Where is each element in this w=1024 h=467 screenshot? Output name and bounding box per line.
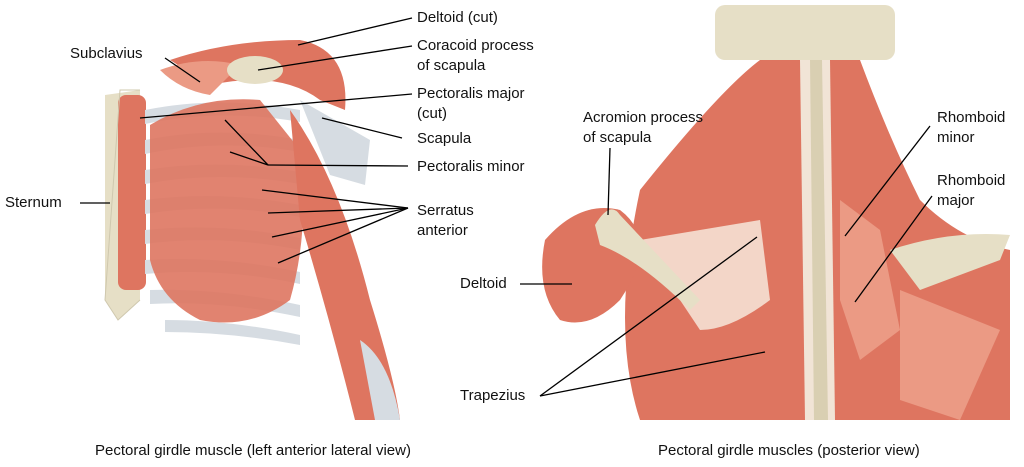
label-deltoid-cut: Deltoid (cut) xyxy=(417,9,498,26)
label-rhomboid-major-line2: major xyxy=(937,192,975,209)
label-serratus-line2: anterior xyxy=(417,222,468,239)
label-trapezius: Trapezius xyxy=(460,387,526,404)
label-rhomboid-minor-line2: minor xyxy=(937,129,975,146)
label-subclavius: Subclavius xyxy=(70,45,143,62)
scapula-bone xyxy=(300,100,370,185)
pectoralis-minor-serratus xyxy=(150,99,304,323)
arm-muscle xyxy=(290,110,400,420)
left-anterior-illustration xyxy=(104,40,400,420)
label-scapula: Scapula xyxy=(417,130,472,147)
label-acromion-line2: of scapula xyxy=(583,129,652,146)
caption-left: Pectoral girdle muscle (left anterior la… xyxy=(95,442,411,459)
sternum-muscle-strip xyxy=(118,95,146,290)
label-pec-major-line2: (cut) xyxy=(417,105,447,122)
label-deltoid: Deltoid xyxy=(460,275,507,292)
leader-lines xyxy=(80,17,933,397)
label-acromion-line1: Acromion process xyxy=(583,109,704,126)
label-pec-minor: Pectoralis minor xyxy=(417,158,525,175)
label-coracoid-line2: of scapula xyxy=(417,57,486,74)
label-rhomboid-minor-line1: Rhomboid xyxy=(937,109,1006,126)
subclavius-muscle xyxy=(160,61,240,95)
right-posterior-illustration xyxy=(542,5,1010,420)
scapula-spine xyxy=(890,234,1010,290)
skull-base xyxy=(715,5,895,60)
label-pec-major-line1: Pectoralis major xyxy=(417,85,525,102)
label-sternum: Sternum xyxy=(5,194,62,211)
caption-right: Pectoral girdle muscles (posterior view) xyxy=(658,442,920,459)
rhomboid-muscles xyxy=(840,200,900,360)
label-coracoid-line1: Coracoid process xyxy=(417,37,534,54)
coracoid-process xyxy=(227,56,283,84)
label-serratus-line1: Serratus xyxy=(417,202,474,219)
acromion-process xyxy=(595,209,700,310)
label-rhomboid-major-line1: Rhomboid xyxy=(937,172,1006,189)
